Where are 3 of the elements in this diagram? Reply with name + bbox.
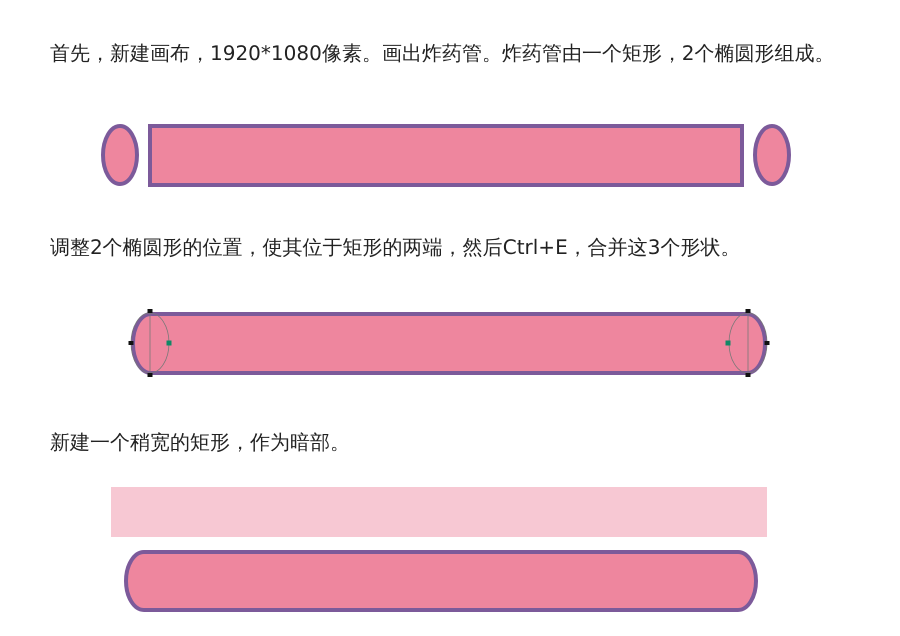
instruction-text: 调整2个椭圆形的位置，使其位于矩形的两端，然后Ctrl+E，合并这3个形状。: [50, 234, 742, 261]
instruction-text: 新建一个稍宽的矩形，作为暗部。: [50, 429, 351, 456]
instruction-text: 首先，新建画布，1920*1080像素。画出炸药管。炸药管由一个矩形，2个椭圆形组成。: [50, 40, 836, 67]
